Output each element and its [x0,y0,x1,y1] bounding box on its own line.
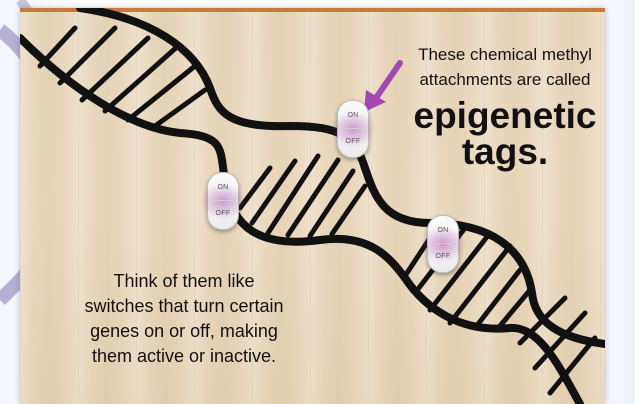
switch-on-label: ON [208,184,238,191]
switch-off-label: OFF [338,138,368,145]
callout-line-2: attachments are called [385,67,605,92]
slide: ON OFF ON OFF ON OFF These chemical meth… [20,8,605,404]
epigenetic-tag-switch-3: ON OFF [427,215,459,273]
caption-line-3: genes on or off, making [55,319,313,344]
switch-divider [211,200,235,201]
switch-divider [431,243,455,244]
epigenetic-tag-switch-2: ON OFF [207,172,239,230]
callout-heading-line-1: epigenetic [385,98,605,134]
switch-on-label: ON [428,227,458,234]
epigenetic-tag-switch-1: ON OFF [337,100,369,158]
callout-heading-line-2: tags. [385,134,605,170]
callout-text: These chemical methyl attachments are ca… [385,42,605,170]
caption-line-1: Think of them like [55,269,313,294]
caption-text: Think of them like switches that turn ce… [55,269,313,369]
caption-line-2: switches that turn certain [55,294,313,319]
switch-divider [341,128,365,129]
switch-off-label: OFF [208,210,238,217]
switch-off-label: OFF [428,253,458,260]
caption-line-4: them active or inactive. [55,344,313,369]
callout-line-1: These chemical methyl [385,42,605,67]
switch-on-label: ON [338,112,368,119]
